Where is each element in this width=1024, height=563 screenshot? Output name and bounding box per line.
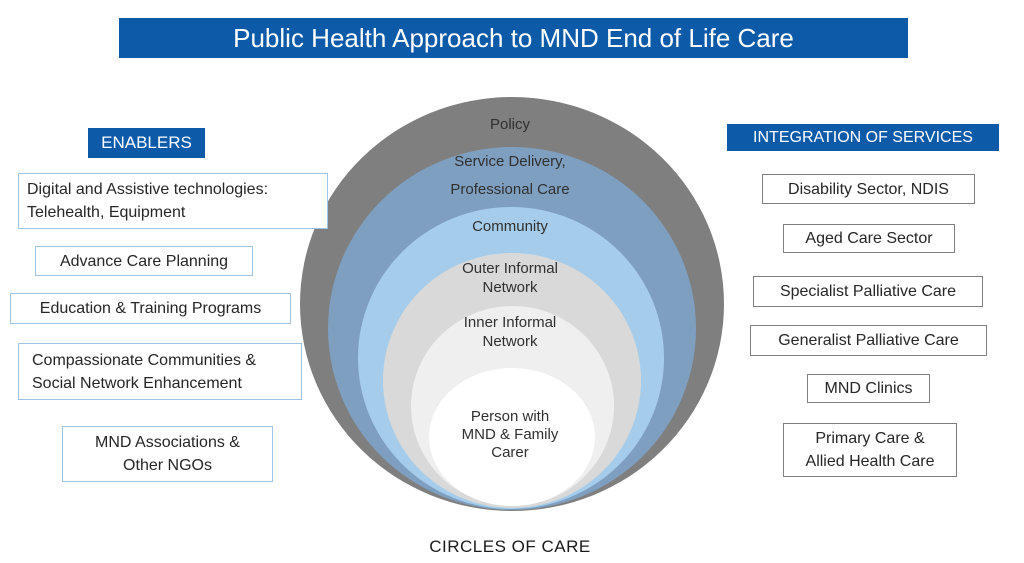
enabler-box-advance-care-planning: Advance Care Planning — [35, 246, 253, 276]
circle-label-person-with-mnd: Person with MND & Family Carer — [461, 408, 559, 461]
service-box-generalist-palliative: Generalist Palliative Care — [750, 325, 987, 356]
enabler-box-compassionate-communities: Compassionate Communities & Social Netwo… — [18, 343, 302, 400]
integration-header-label: INTEGRATION OF SERVICES — [753, 128, 973, 146]
enabler-box-mnd-associations: MND Associations & Other NGOs — [62, 426, 273, 482]
enablers-header-label: ENABLERS — [101, 133, 192, 152]
service-box-mnd-clinics: MND Clinics — [807, 374, 930, 403]
circle-label-inner-informal-network: Inner Informal Network — [463, 314, 557, 350]
title-banner: Public Health Approach to MND End of Lif… — [119, 18, 908, 58]
page-title: Public Health Approach to MND End of Lif… — [233, 22, 794, 53]
circle-label-community: Community — [472, 218, 548, 235]
circle-label-service-delivery: Service Delivery, Professional Care — [450, 153, 570, 198]
service-box-aged-care: Aged Care Sector — [783, 224, 955, 253]
service-box-primary-allied-care: Primary Care & Allied Health Care — [783, 423, 957, 477]
circle-label-policy: Policy — [489, 116, 530, 133]
service-box-specialist-palliative: Specialist Palliative Care — [753, 276, 983, 307]
enabler-box-education-training: Education & Training Programs — [10, 293, 291, 324]
circle-person-with-mnd — [429, 368, 595, 506]
service-box-disability-sector: Disability Sector, NDIS — [762, 174, 975, 204]
enabler-box-digital-assistive: Digital and Assistive technologies: Tele… — [18, 173, 328, 229]
circle-label-outer-informal-network: Outer Informal Network — [462, 260, 558, 296]
integration-header: INTEGRATION OF SERVICES — [727, 124, 999, 151]
circles-of-care-caption: CIRCLES OF CARE — [429, 537, 591, 556]
enablers-header: ENABLERS — [88, 128, 205, 158]
